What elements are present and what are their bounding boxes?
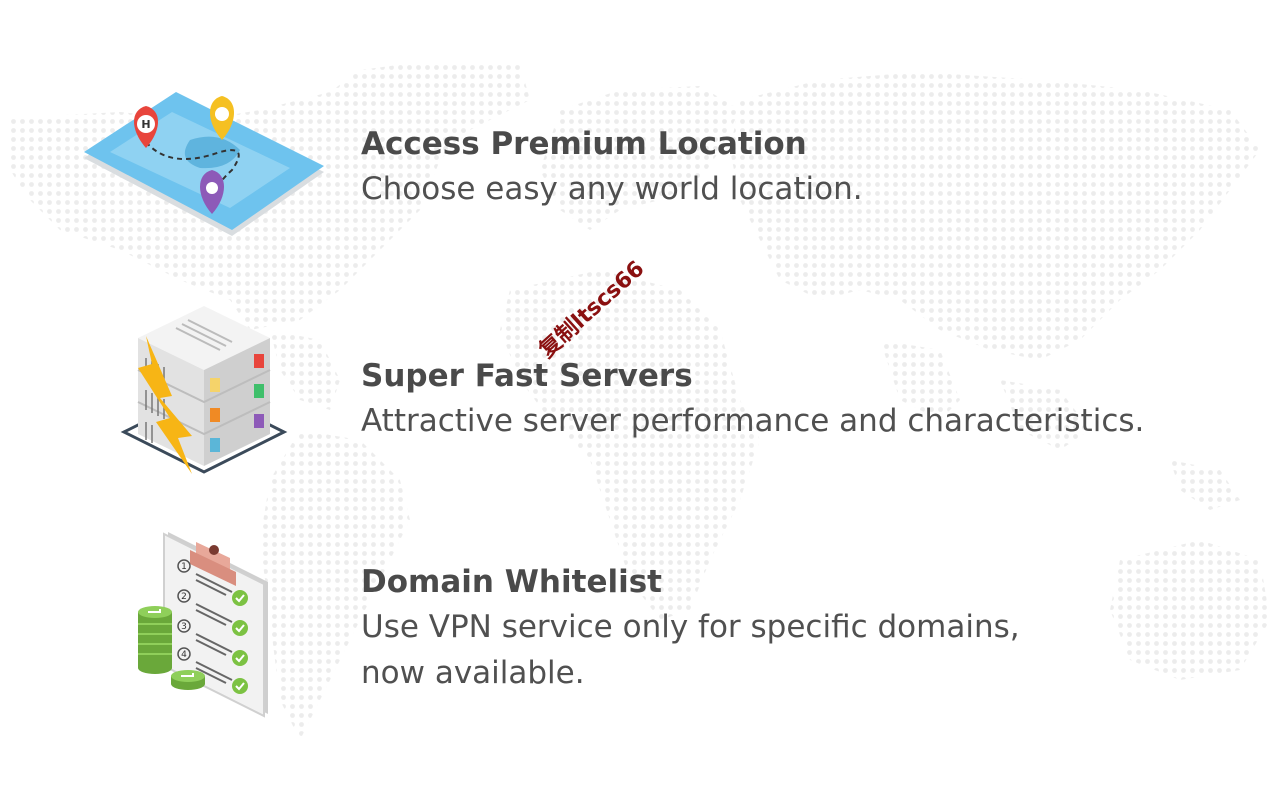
checklist-icon: 1 2 3 4 <box>138 532 268 718</box>
svg-text:2: 2 <box>181 592 187 602</box>
feature-title-location: Access Premium Location <box>361 126 807 162</box>
feature-title-servers: Super Fast Servers <box>361 358 693 394</box>
feature-desc-whitelist-line-2: now available. <box>361 655 585 691</box>
svg-text:1: 1 <box>181 562 187 572</box>
feature-desc-whitelist-line-1: Use VPN service only for specific domain… <box>361 609 1020 645</box>
feature-whitelist: 1 2 3 4 <box>80 528 1260 728</box>
feature-desc-location: Choose easy any world location. <box>361 171 863 207</box>
svg-text:4: 4 <box>181 650 187 660</box>
map-pin-icon: H <box>84 92 324 236</box>
svg-text:3: 3 <box>181 622 187 632</box>
server-lightning-icon <box>120 306 288 474</box>
svg-text:H: H <box>141 118 150 131</box>
feature-title-whitelist: Domain Whitelist <box>361 564 662 600</box>
feature-servers: Super Fast Servers Attractive server per… <box>80 298 1260 478</box>
feature-location: H Access Premium Location Choose easy an… <box>80 90 1260 240</box>
feature-desc-servers: Attractive server performance and charac… <box>361 403 1145 439</box>
